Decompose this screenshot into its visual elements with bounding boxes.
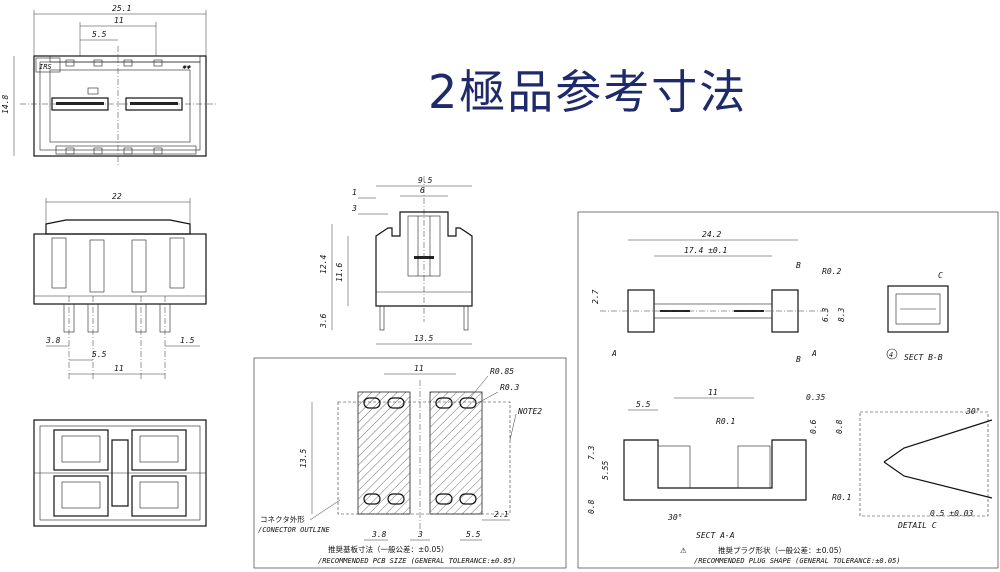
bottom-view [33,419,207,527]
dim-24-2: 24.2 [702,230,721,239]
dim-13-5-pcb: 13.5 [299,449,308,468]
logo-label: IRS [39,63,52,71]
dim-11-pcb: 11 [414,364,424,373]
sect-b-b: SECT B-B [904,353,943,362]
dim-3: 3 [351,204,357,213]
dim-7-3: 7.3 [587,445,596,460]
page-title: 2極品参考寸法 [428,65,748,119]
pcb-caption-en: /RECOMMENDED PCB SIZE (GENERAL TOLERANCE… [318,557,516,565]
dim-6: 6 [420,186,425,195]
dim-14-8: 14.8 [1,95,10,114]
plug-shape-panel: 24.2 17.4 ±0.1 R0.2 2.7 6.3 8.3 A A B B … [577,211,999,569]
label-c: C [938,271,943,280]
dim-2-1: 2.1 [494,510,508,519]
dim-11-plug: 11 [708,388,718,397]
dim-5-5: 5.5 [92,30,107,39]
r-0-2: R0.2 [822,267,841,276]
dim-1-5: 1.5 [180,336,195,345]
dim-11: 11 [114,16,124,25]
pcb-caption-jp: 推奨基板寸法（一般公差：±0.05） [328,544,448,554]
dim-0-8: 0.8 [587,499,596,514]
r-0-85: R0.85 [490,367,514,376]
warning-icon: ⚠ [680,546,687,555]
dim-12-4: 12.4 [319,255,328,274]
detail-c: DETAIL C [897,521,937,530]
dim-9-5: 9.5 [418,176,433,185]
angle-30-c: 30° [965,407,980,416]
dim-0-35: 0.35 [806,393,825,402]
r-0-1-c: R0.1 [832,493,851,502]
plug-caption-en: /RECOMMENDED PLUG SHAPE (GENERAL TOLERAN… [694,557,901,565]
section-mark-b-top: B [796,261,801,270]
angle-30: 30° [667,513,682,522]
dim-6-3: 6.3 [821,307,830,322]
dim-1-side: 1 [352,188,357,197]
dim-3-8: 3.8 [45,336,61,345]
front-view: 22 3.8 1.5 5.5 11 [33,192,207,380]
dim-5-55: 5.55 [601,461,610,480]
dim-0-6: 0.6 [809,419,818,434]
dim-2-7: 2.7 [591,289,600,304]
dim-5-5-pcb: 5.5 [466,530,481,539]
dim-8-3: 8.3 [837,307,846,322]
dim-3-pcb: 3 [417,530,423,539]
dim-0-5: 0.5 ±0.03 [930,509,974,518]
mark-label: ✱✱ [182,63,191,71]
sect-a-a: SECT A-A [696,531,735,540]
section-mark-b-bottom: B [796,355,801,364]
dim-17-4: 17.4 ±0.1 [684,246,727,255]
r-0-1-a: R0.1 [716,417,735,426]
dim-3-8-pcb: 3.8 [371,530,387,539]
top-view: IRS ✱✱ 25.1 11 5.5 14.8 [1,4,218,165]
section-mark-a-left: A [611,349,617,358]
dim-3-6: 3.6 [319,313,328,329]
section-mark-a-right: A [811,349,817,358]
dim-13-5: 13.5 [414,334,433,343]
dim-22: 22 [112,192,122,201]
outline-label-jp: コネクタ外形 [260,514,305,524]
note-2: NOTE2 [517,407,542,416]
note-4: 4 [889,351,893,359]
pcb-size-panel: 11 13.5 R0.85 R0.3 NOTE2 3.8 3 5.5 2.1 コ… [253,357,567,569]
outline-label-en: /CONECTOR OUTLINE [258,526,330,534]
dim-5-5-plug: 5.5 [636,400,651,409]
dim-11-front: 11 [114,364,124,373]
side-view: 9.5 6 1 3 12.4 11.6 3.6 13.5 [319,176,473,345]
plug-caption-jp: 推奨プラグ形状（一般公差：±0.05） [718,545,846,555]
dim-25-1: 25.1 [112,4,131,13]
r-0-3: R0.3 [500,383,519,392]
dim-0-8-c: 0.8 [835,419,844,434]
dim-11-6: 11.6 [335,263,344,282]
dim-5-5-front: 5.5 [92,350,107,359]
